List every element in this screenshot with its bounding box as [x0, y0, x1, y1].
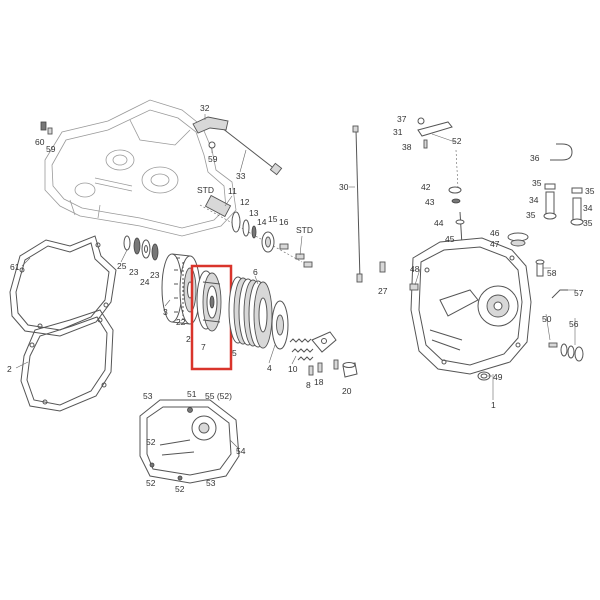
fitting-58: [535, 259, 545, 277]
callout-label: 52: [146, 437, 156, 447]
callout-label: 52: [175, 484, 185, 494]
callout-label: 59: [208, 154, 218, 164]
callout-label: 57: [574, 288, 584, 298]
callout-labels: 32 59 33 60 59 STD 11 12 13 14 15 16 STD…: [7, 103, 595, 494]
callout-label: 48: [410, 264, 420, 274]
callout-label: 32: [200, 103, 210, 113]
callout-label: 55 (52): [205, 391, 232, 401]
callout-label: 42: [421, 182, 431, 192]
callout-label: 33: [236, 171, 246, 181]
springs-10: [289, 338, 314, 361]
callout-label: 35: [526, 210, 536, 220]
callout-label: 22: [176, 317, 186, 327]
clutch-plates-6: [228, 276, 273, 349]
callout-label: 54: [236, 446, 246, 456]
callout-label: 23: [129, 267, 139, 277]
callout-label: 13: [249, 208, 259, 218]
callout-label: 5: [232, 348, 237, 358]
bolts-8-18: [308, 359, 339, 376]
right-cover-1: [410, 237, 532, 375]
clutch-center-7: [196, 270, 222, 332]
crankcase-outline: [44, 99, 237, 237]
callout-label: 18: [314, 377, 324, 387]
callout-label: 27: [378, 286, 388, 296]
callout-label: 37: [397, 114, 407, 124]
callout-label: 47: [490, 239, 500, 249]
callout-label: 16: [279, 217, 289, 227]
generator-cover-53: [139, 399, 240, 484]
callout-label: 7: [201, 342, 206, 352]
callout-label: STD: [296, 225, 313, 235]
callout-label: 61: [10, 262, 20, 272]
bolt-60: [40, 121, 53, 135]
lever-31: [417, 117, 456, 149]
callout-label: 59: [46, 144, 56, 154]
callout-label: 44: [434, 218, 444, 228]
bolt-33: [221, 127, 283, 176]
callout-label: 60: [35, 137, 45, 147]
leader-lines: [15, 114, 576, 449]
fitting-57: [551, 289, 568, 299]
callout-label: 3: [163, 307, 168, 317]
callout-label: 58: [547, 268, 557, 278]
callout-label: 52: [452, 136, 462, 146]
callout-label: 15: [268, 214, 278, 224]
callout-label: 34: [529, 195, 539, 205]
callout-label: 45: [445, 234, 455, 244]
callout-label: 53: [206, 478, 216, 488]
callout-label: 35: [532, 178, 542, 188]
callout-label: 4: [267, 363, 272, 373]
pressure-plate-4: [271, 300, 289, 350]
gasket-2: [20, 309, 114, 412]
callout-label: 34: [583, 203, 593, 213]
callout-label: 10: [288, 364, 298, 374]
callout-label: 35: [585, 186, 595, 196]
lifter-plate: [311, 331, 337, 353]
callout-label: 46: [490, 228, 500, 238]
callout-label: 2: [186, 334, 191, 344]
callout-label: 35: [583, 218, 593, 228]
washers-50-56: [548, 342, 584, 362]
tube-36: [550, 143, 573, 161]
callout-label: 14: [257, 217, 267, 227]
callout-label: 11: [228, 186, 237, 196]
callout-label: 43: [425, 197, 435, 207]
callout-label: 38: [402, 142, 412, 152]
callout-label: 24: [140, 277, 150, 287]
callout-label: 23: [150, 270, 160, 280]
callout-label: 53: [143, 391, 153, 401]
callout-label: STD: [197, 185, 214, 195]
part-27: [379, 261, 386, 273]
callout-label: 1: [491, 400, 496, 410]
fittings-34-35: [543, 183, 584, 226]
callout-label: 31: [393, 127, 403, 137]
callout-label: 20: [342, 386, 352, 396]
callout-label: 52: [146, 478, 156, 488]
callout-label: 36: [530, 153, 540, 163]
clutch-rod-30: [352, 125, 363, 283]
callout-label: 8: [306, 380, 311, 390]
callout-label: 25: [117, 261, 127, 271]
callout-label: 2: [7, 364, 12, 374]
shaft-parts-11-16: [199, 194, 313, 268]
callout-label: 6: [253, 267, 258, 277]
callout-label: 51: [187, 389, 197, 399]
gasket-61: [9, 235, 117, 337]
callout-label: 30: [339, 182, 349, 192]
washer-stack-23-25: [123, 235, 159, 261]
callout-label: 50: [542, 314, 552, 324]
callout-label: 56: [569, 319, 579, 329]
parts-46-47: [507, 232, 529, 247]
callout-label: 49: [493, 372, 503, 382]
cup-20: [342, 362, 358, 378]
callout-label: 12: [240, 197, 250, 207]
bolt-48: [409, 283, 419, 291]
